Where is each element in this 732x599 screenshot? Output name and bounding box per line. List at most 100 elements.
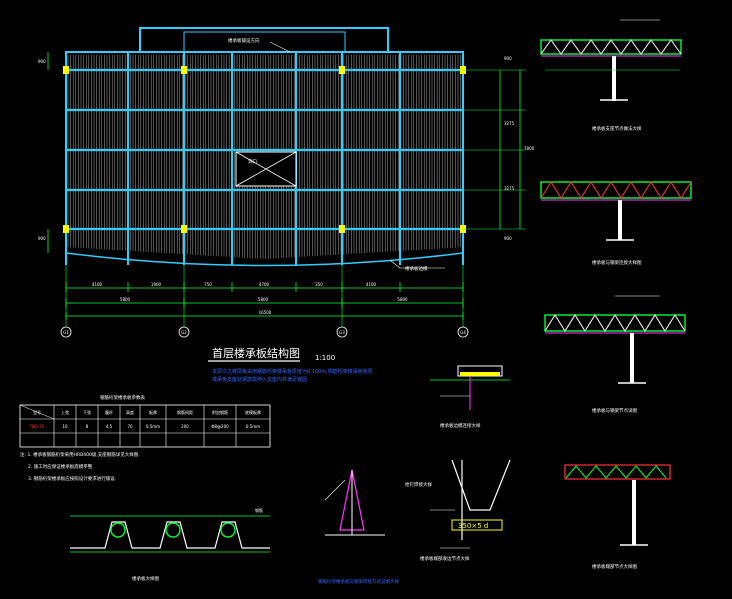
table-header-cell: 附加钢筋 (212, 409, 228, 415)
leader (269, 41, 291, 53)
curved-edge (65, 252, 464, 267)
detail6-rebar (110, 522, 126, 538)
table-diagonal (19, 404, 55, 420)
dim-text: 750 (204, 282, 212, 287)
dim-text-left: 900 (38, 236, 46, 241)
axis-bubble (178, 326, 190, 338)
axis-bubble (457, 326, 469, 338)
detail1-beam (612, 56, 616, 101)
axis-label: G2 (181, 330, 187, 335)
dim-text: 4700 (259, 282, 270, 287)
dim-text: 5800 (258, 297, 269, 302)
plan-note-red-2: 楼承板支座处钢筋需伸入支座内并满足锚固 (212, 376, 307, 383)
table-header-cell: 钢筋间距 (177, 409, 193, 415)
detail-title-7: 栓钉焊接大样 (405, 481, 432, 488)
detail7-leader (324, 479, 346, 501)
plan-note-red-1: 本层次之楼层板采用钢筋桁架楼承板厚度为0.100m,钢筋桁架楼承板板厚 (212, 368, 373, 375)
plan-edge-label: 楼承板边模 (405, 265, 428, 272)
detail8-outline (451, 459, 511, 511)
column-marker (339, 225, 345, 233)
detail2-truss (540, 181, 692, 199)
note-3: 3. 钢筋桁架楼承板应按照设计要求进行铺设. (28, 475, 116, 482)
column-marker (339, 66, 345, 74)
note-1: 注: 1. 楼承板钢筋桁架采用HRB400级,支座钢筋详见大样图. (20, 451, 140, 458)
note-2: 2. 施工时应保证楼承板底模平整. (28, 463, 94, 470)
top-outline (139, 27, 389, 52)
detail-title-1: 楼承板支座节点做法大样 (592, 125, 642, 132)
axis-label: G4 (460, 330, 466, 335)
detail3-beam (630, 333, 634, 383)
axis-bubble (336, 326, 348, 338)
detail4-beam (632, 480, 636, 545)
column-marker (181, 225, 187, 233)
table-header-cell: 高度 (126, 409, 134, 415)
table-cell: 0.5mm (246, 424, 260, 429)
detail4-web (565, 465, 667, 479)
detail8-plate (451, 519, 503, 531)
detail-title-3: 楼承板与钢梁节点详图 (592, 407, 637, 414)
table-cell: 200 (181, 424, 189, 429)
detail6-profile (70, 521, 270, 549)
column-marker (63, 66, 69, 74)
dim-text-right: 900 (504, 236, 512, 241)
dim-text: 4100 (366, 282, 377, 287)
table-header-cell: 腹杆 (105, 409, 113, 415)
detail6-label: 钢筋 (255, 507, 263, 513)
dim-text: 350 (315, 282, 323, 287)
leader (389, 259, 401, 269)
table-header-cell: 下弦 (83, 409, 91, 415)
axis-bubble (60, 326, 72, 338)
dim-text-left: 900 (38, 59, 46, 64)
plan-title: 首层楼承板结构图 (212, 346, 300, 360)
detail-title-5: 楼承板边模连接大样 (440, 422, 481, 429)
table-cell: 4.5 (106, 424, 113, 429)
detail3-truss-web (544, 314, 686, 332)
detail-title-8: 楼承板端部收边节点大样 (420, 555, 470, 562)
table-header-cell: 底模板厚 (245, 409, 261, 415)
detail-title-2: 楼承板与钢梁连接大样图 (592, 259, 642, 266)
table-cell: 0.5mm (146, 424, 160, 429)
parameter-table: 钢筋桁架楼承板参数表型号TD3-70上弦10下弦8腹杆4.5高度70板厚0.5m… (19, 394, 271, 448)
dim-text-right: 900 (504, 56, 512, 61)
top-inner-outline (183, 31, 346, 52)
detail1-truss-web (540, 39, 682, 55)
dim-text: 1900 (151, 282, 162, 287)
dim-text-right: 3275 (504, 121, 515, 126)
table-cell: Φ8@200 (211, 424, 229, 429)
detail-title-blue: 钢筋桁架楼承板与钢梁焊接方式说明大样 (318, 578, 399, 585)
dim-text: 5800 (397, 297, 408, 302)
column-marker (63, 225, 69, 233)
dim-text-total: 16500 (259, 310, 272, 315)
detail-title-4: 楼承板端部节点大样图 (592, 563, 637, 570)
dim-text: 5800 (120, 297, 131, 302)
dim-text-right: 3275 (504, 186, 515, 191)
table-cell: 8 (86, 424, 89, 429)
column-marker (181, 66, 187, 74)
detail6-rebar (165, 522, 181, 538)
detail4-truss (564, 464, 671, 480)
table-title: 钢筋桁架楼承板参数表 (100, 394, 145, 401)
table-header-cell: 上弦 (61, 409, 69, 415)
detail-drawings: 钢筋 (70, 19, 692, 553)
table-header-cell: 板厚 (149, 409, 157, 415)
table-border (19, 404, 271, 448)
table-cell: 70 (127, 424, 133, 429)
plan-top-label: 楼承板铺设方向 (228, 37, 260, 44)
detail6-rebar (220, 522, 236, 538)
detail2-beam (618, 200, 622, 240)
plan-opening-label: 洞口 (248, 158, 257, 165)
axis-label: G3 (339, 330, 345, 335)
dim-text-right-total: 7800 (524, 146, 535, 151)
detail5-strip (460, 372, 500, 376)
opening-diagonal (235, 151, 297, 187)
floor-plan: 4100 1900 750 4700 350 4100 5800 5800 5800 16500G… (38, 27, 535, 338)
plate-label: 350×5 d (458, 522, 488, 530)
table-cell: TD3-70 (29, 424, 45, 429)
plan-scale: 1:100 (315, 354, 335, 362)
table-cell: 10 (62, 424, 68, 429)
axis-label: G1 (63, 330, 69, 335)
dim-text: 4100 (92, 282, 103, 287)
detail2-truss-web (540, 181, 692, 199)
detail-title-6: 楼承板大样图 (132, 575, 159, 582)
